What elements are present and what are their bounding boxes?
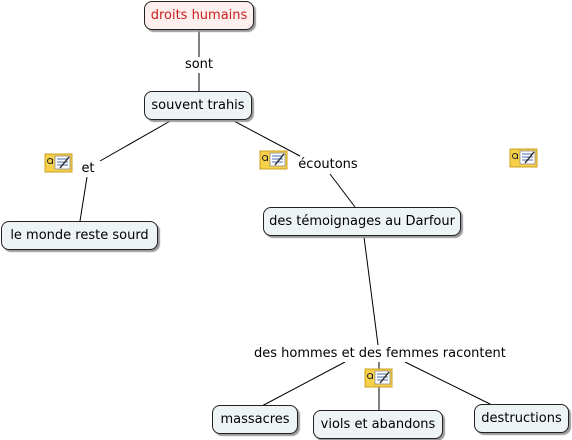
- note-annotation-icon[interactable]: [259, 150, 289, 170]
- concept-souvent-trahis[interactable]: souvent trahis: [144, 91, 252, 120]
- concept-massacres[interactable]: massacres: [212, 405, 298, 434]
- note-annotation-icon[interactable]: [44, 153, 74, 173]
- note-annotation-icon[interactable]: [509, 148, 539, 168]
- link-label-ecoutons[interactable]: écoutons: [294, 157, 362, 173]
- link-label-racontent[interactable]: des hommes et des femmes racontent: [254, 346, 506, 362]
- concept-le-monde-reste-sourd[interactable]: le monde reste sourd: [1, 221, 158, 250]
- link-label-sont[interactable]: sont: [182, 57, 216, 73]
- concept-droits-humains[interactable]: droits humains: [144, 1, 254, 30]
- concept-viols-et-abandons[interactable]: viols et abandons: [313, 410, 443, 439]
- note-annotation-icon[interactable]: [364, 368, 394, 388]
- concept-temoignages-darfour[interactable]: des témoignages au Darfour: [263, 207, 461, 236]
- concept-destructions[interactable]: destructions: [474, 404, 569, 433]
- link-label-et[interactable]: et: [78, 161, 98, 177]
